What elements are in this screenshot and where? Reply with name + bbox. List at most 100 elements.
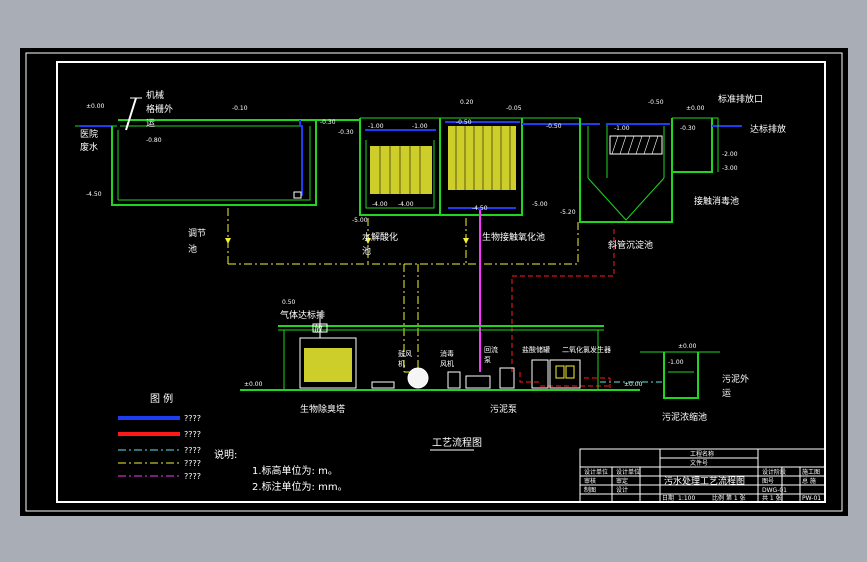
legend-label-1: ????	[184, 430, 201, 439]
elev-26: ±0.00	[624, 381, 643, 388]
lift-pump-pipe	[299, 120, 303, 196]
elev-21: -0.30	[680, 125, 696, 132]
outlet-well	[712, 117, 719, 172]
elev-7: -1.00	[368, 123, 384, 130]
elev-20: -1.00	[614, 125, 630, 132]
tb-total: 共 1 张	[762, 494, 782, 502]
label-std-outlet: 标准排放口	[718, 93, 763, 105]
lift-pump	[293, 191, 302, 199]
tb-design-value: 设计单位	[616, 468, 640, 476]
label-reflux-2: 泵	[484, 356, 491, 364]
tb-draw-value: 设计	[616, 486, 628, 494]
acid-tank	[531, 359, 549, 389]
label-blower-1: 鼓风	[398, 349, 412, 358]
tb-project-1: 工程名称	[690, 450, 714, 458]
elev-25: ±0.00	[244, 381, 263, 388]
tb-design: 设计单位	[584, 468, 608, 476]
mechanical-grille	[125, 97, 137, 131]
tb-page: 第 1 张	[726, 494, 746, 502]
tb-draw: 制图	[584, 486, 596, 494]
bio-contact-media	[448, 126, 516, 190]
reflux-pump	[465, 375, 491, 389]
legend-item-2: ????	[118, 446, 201, 455]
notes-line2: 2.标注单位为: mm。	[252, 480, 348, 493]
regulating-tank-inner	[118, 126, 311, 201]
sludge-pump	[499, 367, 515, 389]
diagram-title: 工艺流程图	[432, 436, 482, 449]
regulating-tank	[111, 120, 317, 206]
label-bio-deodor: 生物除臭塔	[300, 403, 345, 415]
label-sludge-out-1: 污泥外	[722, 373, 749, 385]
legend-label-3: ????	[184, 459, 201, 468]
elev-19: -0.50	[648, 99, 664, 106]
label-contact-disinfect: 接触消毒池	[694, 195, 739, 207]
label-grille-1: 机械	[146, 89, 164, 101]
tb-no-value: 总 施	[802, 477, 816, 485]
tb-check: 审核	[584, 477, 596, 485]
tb-code: PW-01	[802, 495, 821, 502]
legend-label-4: ????	[184, 472, 201, 481]
elev-24: -3.00	[722, 165, 738, 172]
elev-16: -5.00	[532, 201, 548, 208]
legend-item-4: ????	[118, 472, 201, 481]
elev-2: -0.10	[232, 105, 248, 112]
label-sludge-tank: 污泥浓缩池	[662, 411, 707, 423]
tb-drawing-title: 污水处理工艺流程图	[664, 475, 745, 487]
label-grille-3: 运	[146, 118, 155, 129]
tb-date: 日期	[662, 494, 674, 502]
label-hydrolysis-1: 水解酸化	[362, 231, 398, 243]
tb-sheet: 设计阶段	[762, 468, 786, 476]
label-regulating-2: 池	[188, 243, 197, 255]
elev-4: -4.50	[86, 191, 102, 198]
elev-12: 0.20	[460, 99, 474, 106]
notes-heading: 说明:	[214, 448, 237, 461]
elev-29: 0.50	[282, 299, 296, 306]
hydrolysis-media-pattern	[379, 146, 421, 194]
elev-27: ±0.00	[678, 343, 697, 350]
gas-stack-cap	[312, 323, 328, 333]
elev-14: -0.50	[456, 119, 472, 126]
title-block	[579, 448, 826, 503]
disinfection-tank	[671, 118, 713, 173]
tb-sheet-value: 施工图	[802, 468, 820, 476]
generator-panel-2	[565, 365, 575, 379]
label-acid-tank: 盐酸储罐	[522, 345, 550, 354]
elev-18: -0.50	[546, 123, 562, 130]
elev-8: -1.00	[412, 123, 428, 130]
elev-15: -4.50	[472, 205, 488, 212]
notes-line1: 1.标高单位为: m。	[252, 464, 338, 477]
elev-5: -0.30	[320, 119, 336, 126]
tb-check-value: 审定	[616, 477, 628, 485]
label-gas-emission-2: 放	[314, 323, 323, 335]
label-hospital-water-2: 废水	[80, 141, 98, 153]
legend-label-0: ????	[184, 414, 201, 423]
label-dosing-1: 消毒	[440, 349, 454, 358]
elev-3: -0.80	[146, 137, 162, 144]
blower	[407, 367, 429, 389]
legend-title: 图 例	[150, 392, 173, 405]
legend-item-0: ????	[118, 414, 201, 423]
hydrolysis-inner	[365, 140, 435, 209]
tb-ratio: DWG-01	[762, 487, 787, 494]
label-gas-emission: 气体达标排	[280, 309, 325, 321]
label-regulating-1: 调节	[188, 228, 206, 239]
label-grille-2: 格栅外	[146, 103, 173, 115]
label-disinfect-generator: 二氧化氯发生器	[562, 345, 611, 354]
tb-project-2: 文件号	[690, 459, 708, 467]
tb-scale-value: 1:100	[678, 495, 695, 502]
inclined-tube-hatch	[611, 135, 659, 155]
tb-no: 图号	[762, 478, 774, 485]
legend-item-3: ????	[118, 459, 201, 468]
label-sludge-out-2: 运	[722, 388, 731, 399]
label-hospital-water-1: 医院	[80, 128, 98, 140]
elev-22: ±0.00	[686, 105, 705, 112]
label-dosing-2: 风机	[440, 359, 454, 368]
hydrolysis-media	[370, 146, 432, 194]
elev-9: -4.00	[372, 201, 388, 208]
label-discharge: 达标排放	[750, 123, 786, 135]
flow-arrows	[225, 238, 469, 244]
label-sedimentation: 斜管沉淀池	[608, 239, 653, 251]
label-hydrolysis-2: 池	[362, 245, 371, 257]
chlorine-dioxide-generator	[549, 359, 581, 389]
